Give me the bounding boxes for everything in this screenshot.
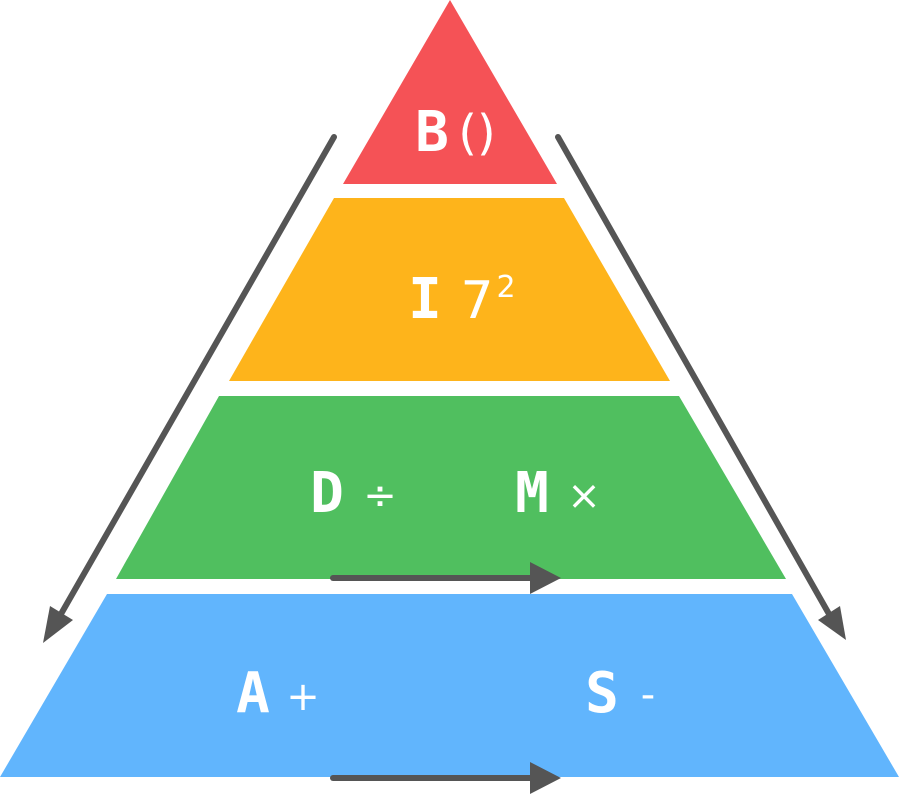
indices-base: 7 bbox=[460, 271, 493, 331]
left-down-arrow bbox=[43, 134, 337, 643]
division-letter: D bbox=[310, 461, 344, 526]
right-arrow-head bbox=[818, 606, 846, 640]
addition-letter: A bbox=[236, 661, 270, 726]
division-symbol: ÷ bbox=[363, 473, 397, 519]
subtraction-symbol: - bbox=[641, 672, 655, 718]
indices-tier bbox=[229, 198, 670, 381]
subtraction-letter: S bbox=[585, 661, 619, 726]
brackets-tier bbox=[343, 0, 557, 184]
bottom-arrow-head bbox=[530, 762, 561, 794]
division-multiplication-tier bbox=[116, 396, 786, 579]
middle-arrow-head bbox=[530, 562, 561, 594]
addition-symbol: + bbox=[286, 674, 320, 720]
multiplication-letter: M bbox=[515, 461, 549, 526]
left-arrow-shaft bbox=[58, 134, 337, 617]
multiplication-symbol: × bbox=[567, 473, 601, 519]
brackets-letter: B bbox=[415, 100, 449, 165]
middle-right-arrow bbox=[330, 562, 561, 594]
addition-subtraction-tier bbox=[0, 594, 899, 777]
brackets-symbol: () bbox=[458, 105, 495, 161]
indices-letter: I bbox=[408, 267, 442, 332]
left-arrow-head bbox=[43, 606, 73, 643]
indices-exponent: 2 bbox=[496, 270, 515, 305]
right-arrow-shaft bbox=[555, 134, 832, 617]
right-down-arrow bbox=[555, 134, 846, 640]
bottom-right-arrow bbox=[330, 762, 561, 794]
